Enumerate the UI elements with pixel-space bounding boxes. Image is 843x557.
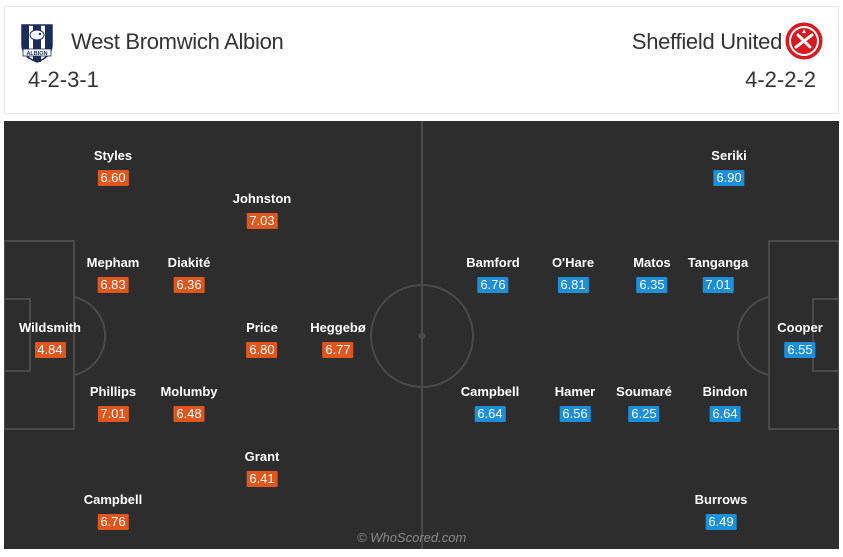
- player-rating-badge: 7.01: [97, 406, 129, 422]
- player-rating-badge: 4.84: [34, 342, 66, 358]
- player-name: Molumby: [160, 384, 218, 399]
- player-home-diakite[interactable]: Diakité 6.36: [167, 255, 211, 294]
- player-name: Mepham: [86, 255, 140, 270]
- player-away-seriki[interactable]: Seriki 6.90: [711, 148, 747, 187]
- match-header: ALBION West Bromwich Albion 4-2-3-1 Shef…: [4, 6, 839, 114]
- player-name: Phillips: [89, 384, 137, 399]
- player-rating-badge: 6.36: [173, 277, 205, 293]
- whoscored-watermark: © WhoScored.com: [357, 530, 467, 545]
- player-rating-badge: 6.76: [97, 514, 129, 530]
- player-rating-badge: 6.90: [713, 170, 745, 186]
- player-name: Bamford: [466, 255, 520, 270]
- player-rating-badge: 7.01: [702, 277, 734, 293]
- away-team-name[interactable]: Sheffield United: [631, 29, 782, 54]
- player-rating-badge: 6.60: [97, 170, 129, 186]
- albion-crest-icon: ALBION: [21, 24, 53, 63]
- player-name: Johnston: [232, 191, 292, 206]
- player-home-price[interactable]: Price 6.80: [246, 320, 278, 359]
- player-rating-badge: 7.03: [246, 213, 278, 229]
- player-name: Wildsmith: [19, 320, 81, 335]
- player-rating-badge: 6.77: [322, 342, 354, 358]
- player-name: O'Hare: [551, 255, 595, 270]
- player-name: Matos: [633, 255, 671, 270]
- player-home-grant[interactable]: Grant 6.41: [244, 449, 280, 488]
- player-rating-badge: 6.81: [557, 277, 589, 293]
- player-name: Heggebø: [310, 320, 366, 335]
- player-away-matos[interactable]: Matos 6.35: [633, 255, 671, 294]
- player-rating-badge: 6.64: [709, 406, 741, 422]
- player-name: Hamer: [554, 384, 596, 399]
- player-name: Cooper: [777, 320, 823, 335]
- pitch-markings: [4, 121, 839, 549]
- player-away-tanganga[interactable]: Tanganga 7.01: [688, 255, 748, 294]
- player-rating-badge: 6.76: [477, 277, 509, 293]
- player-name: Styles: [93, 148, 133, 163]
- player-rating-badge: 6.55: [784, 342, 816, 358]
- player-home-wildsmith[interactable]: Wildsmith 4.84: [19, 320, 81, 359]
- away-formation: 4-2-2-2: [745, 67, 816, 92]
- player-rating-badge: 6.56: [559, 406, 591, 422]
- player-home-molumby[interactable]: Molumby 6.48: [160, 384, 218, 423]
- player-home-phillips[interactable]: Phillips 7.01: [90, 384, 136, 423]
- player-rating-badge: 6.64: [474, 406, 506, 422]
- player-away-campbell[interactable]: Campbell 6.64: [460, 384, 520, 423]
- pitch: Styles 6.60 Johnston 7.03 Mepham 6.83 Di…: [4, 121, 839, 549]
- player-away-bindon[interactable]: Bindon 6.64: [702, 384, 748, 423]
- player-name: Diakité: [167, 255, 211, 270]
- player-away-soumare[interactable]: Soumaré 6.25: [616, 384, 672, 423]
- player-name: Tanganga: [687, 255, 749, 270]
- home-team-name[interactable]: West Bromwich Albion: [71, 29, 284, 54]
- player-away-burrows[interactable]: Burrows 6.49: [694, 492, 748, 531]
- player-name: Price: [246, 320, 278, 335]
- player-home-heggebo[interactable]: Heggebø 6.77: [310, 320, 366, 359]
- player-name: Soumaré: [616, 384, 672, 399]
- player-rating-badge: 6.35: [636, 277, 668, 293]
- player-home-mepham[interactable]: Mepham 6.83: [86, 255, 140, 294]
- player-away-cooper[interactable]: Cooper 6.55: [777, 320, 823, 359]
- player-rating-badge: 6.49: [705, 514, 737, 530]
- player-name: Seriki: [711, 148, 747, 163]
- player-name: Bindon: [702, 384, 748, 399]
- player-rating-badge: 6.48: [173, 406, 205, 422]
- player-rating-badge: 6.41: [246, 471, 278, 487]
- player-away-ohare[interactable]: O'Hare 6.81: [552, 255, 594, 294]
- sheffield-crest-icon: [784, 21, 824, 61]
- player-rating-badge: 6.25: [628, 406, 660, 422]
- player-away-hamer[interactable]: Hamer 6.56: [555, 384, 595, 423]
- player-name: Campbell: [83, 492, 143, 507]
- player-home-campbell[interactable]: Campbell 6.76: [83, 492, 143, 531]
- player-rating-badge: 6.83: [97, 277, 129, 293]
- player-name: Burrows: [694, 492, 748, 507]
- player-home-johnston[interactable]: Johnston 7.03: [232, 191, 292, 230]
- player-name: Grant: [244, 449, 280, 464]
- player-home-styles[interactable]: Styles 6.60: [94, 148, 132, 187]
- player-name: Campbell: [460, 384, 520, 399]
- home-formation: 4-2-3-1: [28, 67, 99, 92]
- svg-text:ALBION: ALBION: [26, 51, 47, 57]
- player-rating-badge: 6.80: [246, 342, 278, 358]
- player-away-bamford[interactable]: Bamford 6.76: [466, 255, 520, 294]
